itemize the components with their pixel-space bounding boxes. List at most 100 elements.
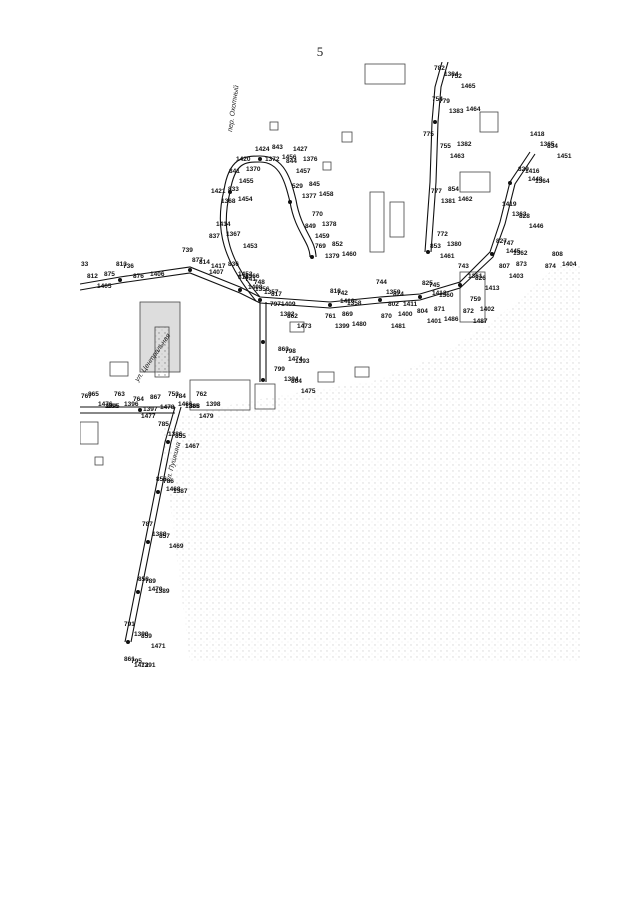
node-label: 1378 (322, 221, 337, 228)
node-label: 1445 (506, 248, 521, 255)
node-label: 1360 (439, 292, 454, 299)
node-label: 812 (87, 273, 98, 280)
node-label: 1390 (134, 631, 149, 638)
node-label: 871 (434, 306, 445, 313)
node-label: 818 (330, 288, 341, 295)
node-label: 1408 (248, 284, 263, 291)
node-label: 867 (150, 394, 161, 401)
node-label: 1385 (185, 403, 200, 410)
node-label: 762 (196, 391, 207, 398)
node-label: 1459 (315, 233, 330, 240)
terrain-shading (160, 262, 580, 662)
node-label: 1411 (403, 301, 417, 308)
node-label: 755 (440, 143, 451, 150)
node-label: 1479 (199, 413, 214, 420)
node-label: 1396 (124, 401, 139, 408)
node-label: 1377 (302, 193, 317, 200)
node-label: 1466 (178, 401, 193, 408)
pipeline-routes (80, 62, 536, 643)
node-label: 1471 (151, 643, 166, 650)
node-label: 764 (133, 396, 144, 403)
node-label: 1480 (352, 321, 367, 328)
node-label: 1410 (340, 298, 355, 305)
node-label: 807 (499, 263, 510, 270)
node-label: 1406 (150, 271, 165, 278)
node-label: 1417 (211, 263, 226, 270)
node-label: 763 (114, 391, 125, 398)
node-label: 1391 (141, 662, 156, 669)
node-label: 876 (133, 273, 144, 280)
node-label: 1418 (530, 131, 545, 138)
node-label: 1412 (432, 290, 447, 297)
node-label: 33 (81, 261, 89, 268)
pipeline-map: пер. Охотный ул. Центральная ул. Пушкина… (80, 62, 580, 669)
node-label: 1458 (319, 191, 334, 198)
node-label: 1358 (347, 300, 362, 307)
node-label: 1367 (226, 231, 241, 238)
node-label: 775 (423, 131, 434, 138)
node-label: 1419 (502, 201, 517, 208)
node-label: 745 (429, 282, 440, 289)
node-label: 875 (104, 271, 115, 278)
node-label: 787 (142, 521, 153, 528)
node-label: 1472 (134, 662, 149, 669)
node-label: 1356 (255, 286, 270, 293)
node-label: 1403 (509, 273, 524, 280)
node-label: 1379 (325, 253, 340, 260)
node-label: 863 (278, 346, 289, 353)
node-label: 808 (552, 251, 563, 258)
node-label: 866 (107, 403, 118, 410)
node-label: 1389 (155, 588, 170, 595)
node-label: 1476 (98, 401, 113, 408)
node-label: 837 (209, 233, 220, 240)
node-label: 1366 (245, 273, 260, 280)
node-label: 743 (458, 263, 469, 270)
node-label: 1372 (265, 156, 280, 163)
page-number: 5 (316, 44, 324, 59)
node-label: 1380 (447, 241, 462, 248)
node-label: 854 (448, 186, 459, 193)
street-label-1: пер. Охотный (226, 85, 240, 133)
node-label: 1409 (281, 301, 296, 308)
node-label: 777 (431, 188, 442, 195)
node-label: 741 (245, 276, 256, 283)
node-label: 770 (312, 211, 323, 218)
node-label: 1475 (301, 388, 316, 395)
node-label: 865 (88, 391, 99, 398)
node-label: 834 (547, 143, 558, 150)
node-label: 752 (451, 73, 462, 80)
node-label: 1376 (303, 156, 318, 163)
node-label: 1454 (238, 196, 253, 203)
node-label: 1362 (513, 250, 528, 257)
node-label: 1400 (398, 311, 413, 318)
node-label: 767 (81, 393, 92, 400)
node-label: 1455 (239, 178, 254, 185)
node-label: 1463 (450, 153, 465, 160)
node-label: 784 (175, 393, 186, 400)
node-label: 1370 (246, 166, 261, 173)
node-label: 853 (430, 243, 441, 250)
node-label: 1461 (440, 253, 455, 260)
node-label: 1405 (97, 283, 112, 290)
node-label: 759 (470, 296, 481, 303)
node-label: 824 (393, 291, 404, 298)
node-label: 798 (285, 348, 296, 355)
node-label: 833 (228, 186, 239, 193)
node-label: 754 (432, 96, 443, 103)
node-label: 748 (254, 279, 265, 286)
node-label: 753 (168, 391, 179, 398)
node-label: 1486 (444, 316, 459, 323)
node-label: 1368 (221, 198, 236, 205)
node-label: 813 (116, 261, 127, 268)
node-label: 1402 (480, 306, 495, 313)
node-label: 1478 (160, 404, 175, 411)
node-label: 877 (192, 257, 203, 264)
node-label: 799 (274, 366, 285, 373)
node-label: 868 (189, 403, 200, 410)
node-label: 795 (131, 658, 142, 665)
node-label: 1421 (211, 188, 226, 195)
node-label: 861 (124, 656, 135, 663)
node-label: 1363 (512, 211, 527, 218)
node-label: 1394 (284, 376, 299, 383)
